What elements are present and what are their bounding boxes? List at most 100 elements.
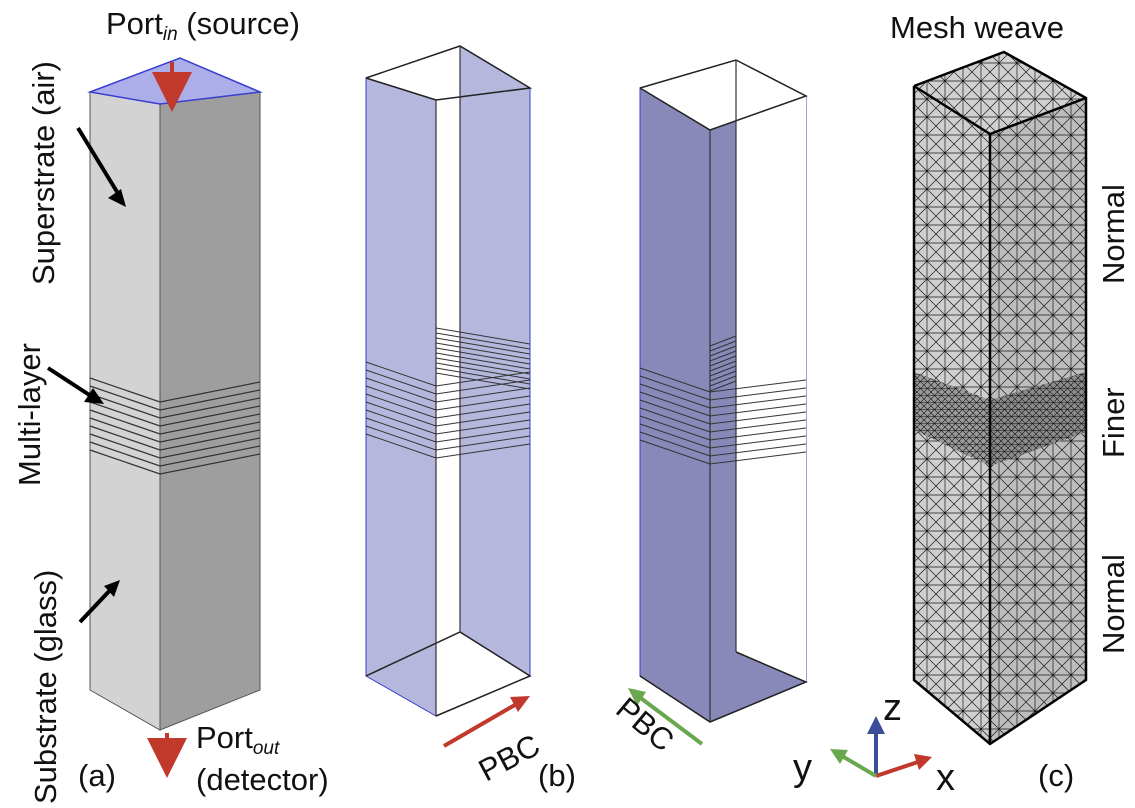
multilayer-band-b1 <box>365 327 531 459</box>
multilayer-line <box>435 327 531 345</box>
pbc-arrow-right-icon <box>636 694 704 746</box>
mesh-finer-label: Finer <box>1096 387 1131 458</box>
multilayer-line <box>709 365 737 377</box>
box-left-face <box>89 91 161 731</box>
multilayer-band-a <box>89 377 261 475</box>
axis-x-line <box>875 760 919 778</box>
panel-c-label: (c) <box>1038 758 1074 793</box>
multilayer-line <box>639 439 807 465</box>
multilayer-line <box>639 391 807 417</box>
multilayer-band-b2 <box>639 335 807 465</box>
multilayer-line <box>709 340 737 352</box>
multilayer-line <box>435 367 531 385</box>
panel-b-pbc-pair-2: PBC <box>610 59 808 759</box>
multilayer-line <box>435 332 531 350</box>
pbc-face-left-1 <box>365 77 437 717</box>
pbc-face-left-2 <box>639 87 711 723</box>
multilayer-line <box>365 393 531 419</box>
multilayer-line <box>709 355 737 367</box>
axis-z-head <box>867 716 885 734</box>
multilayer-line <box>365 369 531 395</box>
multilayer-label: Multi-layer <box>12 343 47 486</box>
axis-y-line <box>840 754 878 778</box>
pbc-arrow-left-icon <box>442 700 522 748</box>
pbc-arrow-left-head <box>510 696 530 712</box>
multilayer-line <box>365 377 531 403</box>
pbc-left-label: PBC <box>473 727 546 788</box>
multilayer-line <box>365 433 531 459</box>
multilayer-line <box>639 383 807 409</box>
xyz-axes-icon: z x y <box>793 687 955 799</box>
multilayer-line <box>365 417 531 443</box>
panel-c-mesh: Mesh weave Normal Finer Normal (c) <box>890 10 1131 793</box>
port-out-label: Portout <box>196 720 280 759</box>
multilayer-line <box>435 357 531 375</box>
pbc-right-label: PBC <box>610 691 681 759</box>
substrate-label: Substrate (glass) <box>28 570 63 804</box>
multilayer-line <box>639 407 807 433</box>
multilayer-line <box>435 337 531 355</box>
pbc-outline-top-1 <box>365 45 533 101</box>
superstrate-pointer-icon <box>76 126 124 202</box>
multilayer-line <box>365 409 531 435</box>
multilayer-line <box>709 345 737 357</box>
pbc-outline-bottom-2 <box>639 651 808 723</box>
multilayer-line <box>435 352 531 370</box>
multilayer-line <box>89 393 261 419</box>
multilayer-line <box>435 372 531 390</box>
panel-a-geometry: Portin (source) Superstrate (air) Multi-… <box>12 6 329 804</box>
multilayer-line <box>89 377 261 403</box>
axis-y-head <box>830 749 848 764</box>
multilayer-pointer-head <box>84 388 104 404</box>
mesh-normal-bottom-label: Normal <box>1096 554 1131 654</box>
axis-z-label: z <box>883 687 902 729</box>
multilayer-line <box>639 399 807 425</box>
multilayer-line <box>89 441 261 467</box>
multilayer-line <box>639 415 807 441</box>
multilayer-line <box>639 431 807 457</box>
substrate-pointer-icon <box>78 584 116 624</box>
multilayer-line <box>89 425 261 451</box>
multilayer-line <box>639 375 807 401</box>
multilayer-line <box>639 367 807 393</box>
multilayer-line <box>89 401 261 427</box>
multilayer-line <box>89 417 261 443</box>
multilayer-line <box>435 342 531 360</box>
panel-b-label: (b) <box>538 758 576 793</box>
mesh-outline <box>912 50 1088 746</box>
pbc-face-right-1 <box>459 45 531 677</box>
multilayer-line <box>709 380 737 392</box>
multilayer-line <box>709 375 737 387</box>
axis-x-label: x <box>936 757 955 799</box>
multilayer-line <box>709 335 737 347</box>
multilayer-line <box>709 360 737 372</box>
multilayer-line <box>639 423 807 449</box>
port-out-detector-label: (detector) <box>196 762 329 797</box>
multilayer-line <box>365 385 531 411</box>
box-right-face <box>159 91 261 731</box>
multilayer-line <box>89 409 261 435</box>
multilayer-line <box>365 401 531 427</box>
multilayer-line <box>435 362 531 380</box>
multilayer-line <box>89 385 261 411</box>
multilayer-line <box>365 361 531 387</box>
multilayer-line <box>365 425 531 451</box>
superstrate-label: Superstrate (air) <box>26 61 61 285</box>
pbc-outline-bottom-1 <box>365 631 532 717</box>
mesh-normal-top-label: Normal <box>1096 184 1131 284</box>
multilayer-pointer-icon <box>46 366 96 400</box>
multilayer-line <box>709 370 737 382</box>
multilayer-line <box>709 350 737 362</box>
axis-x-head <box>914 754 932 770</box>
superstrate-pointer-head <box>108 189 126 207</box>
panel-a-label: (a) <box>78 758 116 793</box>
multilayer-line <box>89 433 261 459</box>
mesh-finer-pattern-right <box>990 372 1086 466</box>
panel-b-pbc-pair-1: PBC (b) <box>365 45 576 793</box>
mesh-title: Mesh weave <box>890 10 1064 45</box>
mesh-finer-pattern-left <box>914 372 990 466</box>
substrate-pointer-head <box>104 580 120 597</box>
axis-y-label: y <box>793 747 812 789</box>
multilayer-line <box>435 347 531 365</box>
